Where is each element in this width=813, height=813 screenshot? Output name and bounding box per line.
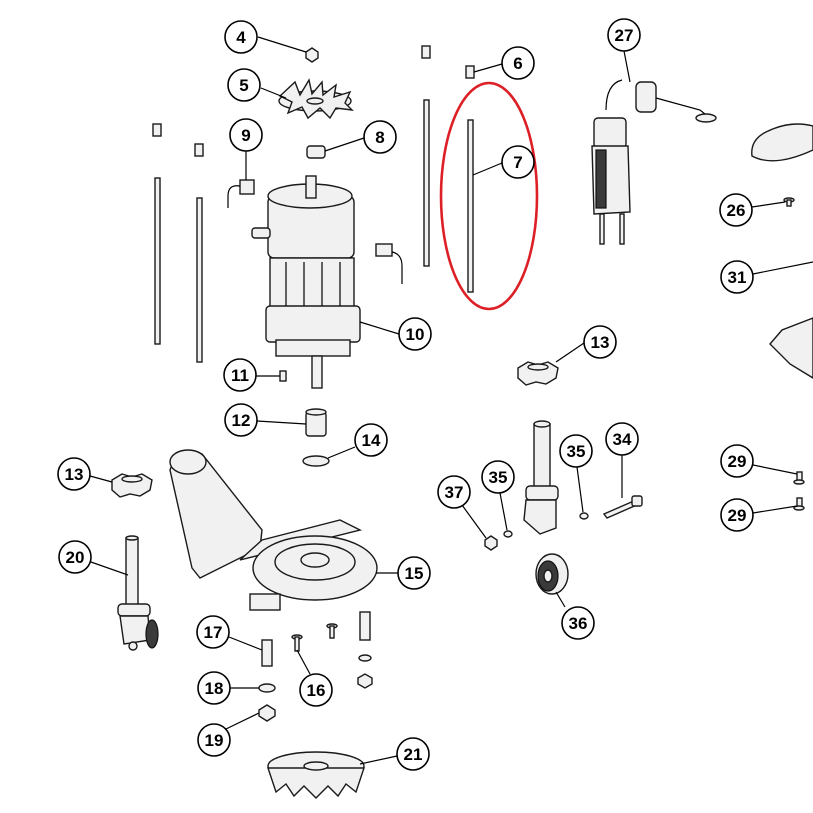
callout-16-label: 16 <box>307 681 326 700</box>
callout-21: 21 <box>359 737 430 771</box>
callout-14: 14 <box>327 423 388 459</box>
callout-18: 18 <box>197 671 259 705</box>
callout-36: 36 <box>555 591 595 640</box>
callout-13-right: 13 <box>555 325 617 363</box>
caster-part-20 <box>117 535 159 651</box>
callout-35-left: 35 <box>481 460 515 531</box>
callout-5-label: 5 <box>239 76 248 95</box>
callout-5: 5 <box>227 68 287 102</box>
washer-part-14 <box>302 455 330 467</box>
callout-27: 27 <box>607 18 641 83</box>
callout-34-label: 34 <box>613 430 632 449</box>
callout-7-label: 7 <box>513 153 522 172</box>
callout-37: 37 <box>437 475 487 539</box>
callout-20: 20 <box>58 540 129 576</box>
callout-29a-label: 29 <box>728 452 747 471</box>
callout-27-label: 27 <box>615 26 634 45</box>
pin-part-11 <box>279 370 287 382</box>
fan-part-21 <box>267 751 365 799</box>
callout-11: 11 <box>223 358 280 392</box>
callout-13a-label: 13 <box>65 465 84 484</box>
callout-34: 34 <box>605 422 639 498</box>
brush-right <box>375 243 403 284</box>
callout-29b-label: 29 <box>728 506 747 525</box>
callout-35b-label: 35 <box>567 442 586 461</box>
power-plug-part-27 <box>591 79 717 245</box>
callout-6-label: 6 <box>513 54 522 73</box>
callout-6: 6 <box>473 46 535 80</box>
callout-13b-label: 13 <box>591 333 610 352</box>
motor-part-10 <box>251 175 361 389</box>
callouts: 4 5 6 7 8 9 10 <box>57 18 813 771</box>
brush-part-9 <box>227 179 255 208</box>
callout-12: 12 <box>224 403 307 437</box>
callout-11-label: 11 <box>231 366 249 385</box>
nut-part-4 <box>305 47 319 63</box>
tie-rod-left-b <box>194 143 204 363</box>
callout-12-label: 12 <box>232 411 251 430</box>
callout-7: 7 <box>472 145 535 179</box>
callout-4: 4 <box>224 20 307 54</box>
spacer-part-6 <box>465 65 475 79</box>
callout-15-label: 15 <box>405 564 424 583</box>
callout-13-left: 13 <box>57 457 113 491</box>
screw-right-set <box>326 611 373 689</box>
screw-part-16 <box>291 634 303 652</box>
callout-29-upper: 29 <box>720 444 798 478</box>
callout-17-label: 17 <box>204 623 223 642</box>
callout-19-label: 19 <box>205 731 224 750</box>
callout-37-label: 37 <box>445 483 464 502</box>
callout-9-label: 9 <box>241 126 250 145</box>
callout-16: 16 <box>296 649 333 707</box>
wheel-part-36 <box>535 553 569 595</box>
callout-19: 19 <box>197 712 260 757</box>
callout-26-label: 26 <box>727 201 746 220</box>
callout-8: 8 <box>324 120 397 154</box>
tie-rod-part-7 <box>467 119 474 293</box>
bushing-part-12 <box>305 408 327 437</box>
bushing-part-8 <box>306 145 326 159</box>
screw-part-29a <box>793 471 805 485</box>
tie-rod-mid-a <box>421 45 431 267</box>
base-frame-part-15 <box>169 449 378 611</box>
callout-8-label: 8 <box>375 128 384 147</box>
callout-9: 9 <box>229 118 263 180</box>
highlight-ring-part-7 <box>439 81 539 311</box>
callout-35-right: 35 <box>559 434 593 513</box>
washer-part-35a <box>503 530 513 538</box>
stud-part-17 <box>261 639 273 667</box>
callout-26: 26 <box>719 193 786 227</box>
callout-15: 15 <box>376 556 431 590</box>
washer-part-35b <box>579 512 589 520</box>
callout-10-label: 10 <box>406 325 425 344</box>
washer-part-18 <box>258 683 276 693</box>
nut-part-37 <box>484 535 498 551</box>
callout-18-label: 18 <box>205 679 224 698</box>
callout-14-label: 14 <box>362 431 381 450</box>
tie-rod-left-a <box>152 123 162 345</box>
housing-part-31 <box>751 123 813 379</box>
callout-21-label: 21 <box>404 745 423 764</box>
callout-31: 31 <box>720 260 813 294</box>
callout-31-label: 31 <box>728 268 747 287</box>
nut-part-19 <box>258 704 276 722</box>
parts-artwork <box>111 45 813 799</box>
screw-part-26 <box>783 197 795 207</box>
callout-20-label: 20 <box>66 548 85 567</box>
callout-29-lower: 29 <box>720 498 798 532</box>
callout-35a-label: 35 <box>489 468 508 487</box>
callout-17: 17 <box>196 615 263 651</box>
fan-part-5 <box>278 78 354 120</box>
spindle-assembly <box>523 420 559 535</box>
bolt-part-34 <box>602 495 643 519</box>
callout-36-label: 36 <box>569 614 588 633</box>
screw-part-29b <box>793 497 805 511</box>
knob-part-13-right <box>517 361 559 386</box>
callout-10: 10 <box>359 317 432 351</box>
knob-part-13-left <box>111 473 153 498</box>
callout-4-label: 4 <box>236 28 246 47</box>
